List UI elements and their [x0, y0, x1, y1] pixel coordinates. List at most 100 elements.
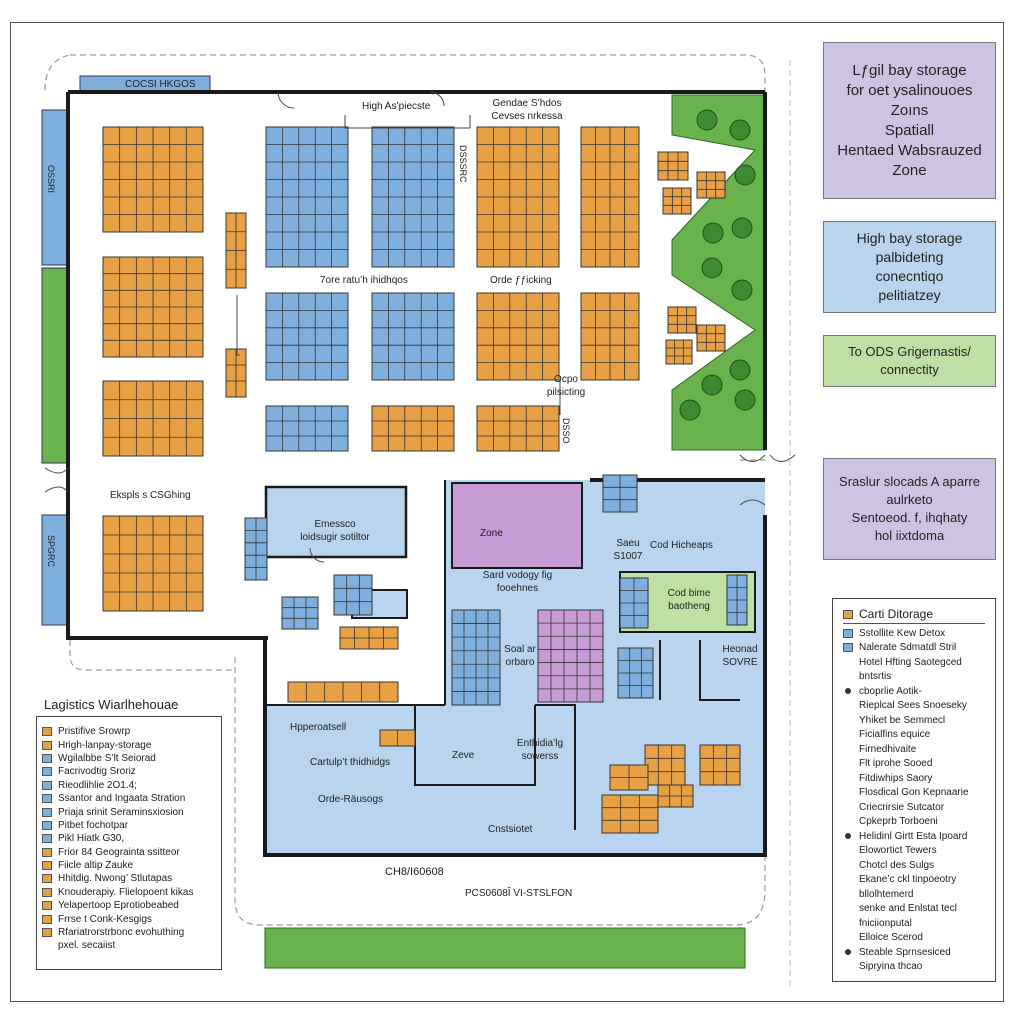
legend-item: Rieodlihlie 2O1.4; — [42, 779, 221, 792]
storage-rack — [102, 256, 204, 358]
legend-item: Hhitdig. Nwong’ Stlutapas — [42, 872, 221, 885]
legend-right-title: Carti Ditorage — [859, 607, 934, 621]
high-bay-label: High As’piecste — [362, 101, 431, 112]
legend-label: Frrse t Conk-Kesgigs — [58, 913, 152, 925]
ch-label: CH8/I60608 — [385, 866, 444, 878]
storage-rack — [580, 126, 640, 268]
soal-sub-label: orbaro — [505, 657, 535, 668]
legend-item: Firnedhivaite — [843, 742, 995, 757]
legend-label: Hhitdig. Nwong’ Stlutapas — [58, 873, 173, 885]
storage-rack — [265, 292, 349, 381]
legend-swatch — [42, 780, 52, 790]
tree-icon — [729, 359, 751, 381]
legend-label: Elloice Scerod — [859, 932, 923, 944]
legend-item: Rieplcal Sees Snoeseky — [843, 699, 995, 714]
legend-item: bllolhtemerd — [843, 887, 995, 902]
storage-rack — [265, 126, 349, 268]
storage-rack — [657, 151, 689, 181]
legend-item: Pitbet fochotpar — [42, 819, 221, 832]
soal-label: Soal ar — [504, 644, 536, 655]
legend-swatch — [42, 874, 52, 884]
legend-item: Frrse t Conk-Kesgigs — [42, 912, 221, 925]
cod-hicheaps-label: Cod Hicheaps — [650, 540, 713, 551]
callout-line: aulrketo — [886, 492, 933, 507]
upper-building-wall — [66, 90, 767, 640]
order-picking-label: Orde ƒƒicking — [490, 275, 552, 286]
legend-item: Facrivodtig Sroriz — [42, 765, 221, 778]
tree-icon — [696, 109, 718, 131]
legend-item: Fiicle altip Zauke — [42, 859, 221, 872]
legend-swatch — [843, 643, 853, 653]
legend-left-title: Lagistics Wiarlhehouae — [44, 697, 179, 712]
storage-rack — [102, 380, 204, 457]
site-boundary — [69, 54, 766, 926]
legend-item: Flt iprohe Sooed — [843, 757, 995, 772]
tree-icon — [734, 389, 756, 411]
callout-line: Spatiall — [884, 121, 935, 139]
storage-rack — [476, 292, 560, 381]
legend-item: Hrigh-lanpay-storage — [42, 738, 221, 751]
legend-swatch — [42, 861, 52, 871]
legend-label: Wgilalbbe S’lt Seiorad — [58, 752, 156, 764]
cod-bime-sub-label: baotheng — [668, 601, 710, 612]
legend-label: Steable Sprnsesiced — [859, 946, 951, 958]
storage-rack — [665, 339, 693, 365]
enthidia-label: Enthidia’lg — [516, 738, 564, 749]
storage-rack — [371, 405, 455, 452]
legend-swatch — [42, 740, 52, 750]
storage-rack — [580, 292, 640, 381]
storage-rack — [451, 609, 501, 706]
legend-item: Hotel Hfting Saotegced — [843, 655, 995, 670]
storage-rack — [537, 609, 604, 703]
legend-item: cboprlie Aotik- — [843, 684, 995, 699]
legend-swatch — [42, 820, 52, 830]
storage-rack — [371, 126, 455, 268]
legend-swatch — [42, 794, 52, 804]
vertical-label: DSSO — [561, 418, 571, 444]
legend-swatch — [42, 887, 52, 897]
tree-icon — [731, 217, 753, 239]
order-rausogs-label: Orde-Räusogs — [318, 794, 384, 805]
legend-item: senke and Enlstat tecl — [843, 902, 995, 917]
storage-rack — [225, 348, 247, 398]
legend-label: Ficialfins equice — [859, 729, 931, 741]
legend-swatch — [42, 847, 52, 857]
saeu-sub-label: S1007 — [613, 551, 643, 562]
side-green-panel — [41, 267, 69, 464]
gendae-sub-label: Cevses nrkessa — [491, 111, 563, 122]
storage-rack — [601, 794, 659, 834]
legend-label: Pikl Hiatk G30, — [58, 833, 125, 845]
enthidia-sub-label: sowerss — [521, 751, 559, 762]
legend-item: bntsrtis — [843, 670, 995, 685]
storage-rack — [287, 681, 399, 703]
heonad-label: Heonad — [722, 644, 758, 655]
legend-item: Pikl Hiatk G30, — [42, 832, 221, 845]
bullet-icon — [845, 688, 851, 695]
callout-line: for oet ysalinouoes — [846, 81, 973, 99]
legend-swatch — [42, 727, 52, 737]
ocpo-label: Ocpo — [554, 374, 578, 385]
callout-line: Zone — [892, 161, 927, 179]
tree-icon — [702, 222, 724, 244]
legend-swatch — [42, 941, 52, 950]
legend-label: Cpkeprb Torboeni — [859, 816, 938, 828]
legend-label: Knouderapiy. Flielopoent kikas — [58, 886, 194, 898]
emessco-room — [264, 485, 408, 559]
legend-item: Flosdical Gon Kepnaarie — [843, 786, 995, 801]
saeu-label: Saeu — [616, 538, 640, 549]
purple-zone-room — [451, 482, 583, 569]
legend-label: Elowortict Tewers — [859, 845, 937, 857]
legend-label: Firnedhivaite — [859, 743, 917, 755]
storage-rack — [476, 126, 560, 268]
legend-swatch — [42, 834, 52, 844]
callout-line: pelitiatzey — [878, 287, 941, 303]
legend-item: Fitdiwhips Saory — [843, 771, 995, 786]
storage-rack — [371, 292, 455, 381]
vertical-label: OSSRI — [46, 165, 56, 194]
legend-item: Helidinl Girtt Esta Ipoard — [843, 829, 995, 844]
bullet-icon — [845, 949, 851, 956]
storage-rack — [476, 405, 560, 452]
landscape-strip — [264, 927, 746, 969]
